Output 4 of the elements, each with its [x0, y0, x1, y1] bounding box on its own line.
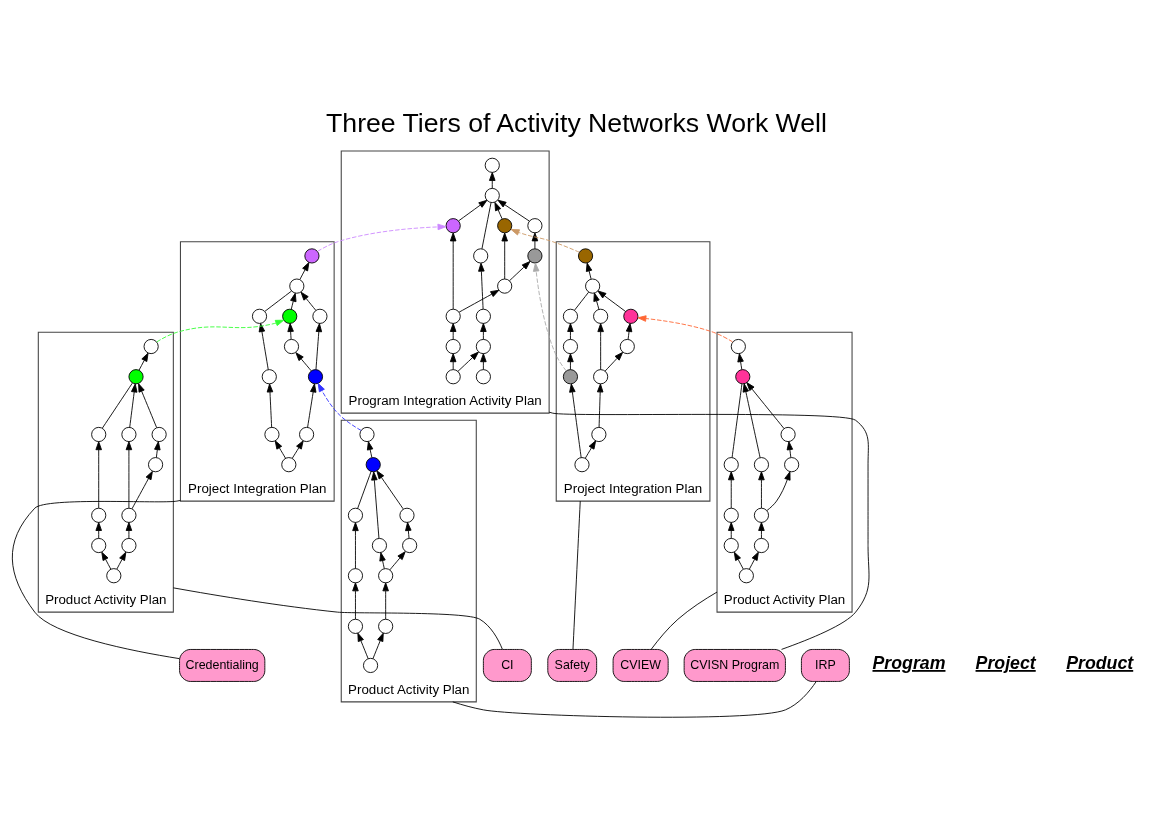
label: Project: [975, 652, 1036, 673]
label: Product: [1066, 652, 1134, 673]
diagram-title: Three Tiers of Activity Networks Work Well: [326, 107, 827, 138]
label: Program: [872, 652, 946, 673]
